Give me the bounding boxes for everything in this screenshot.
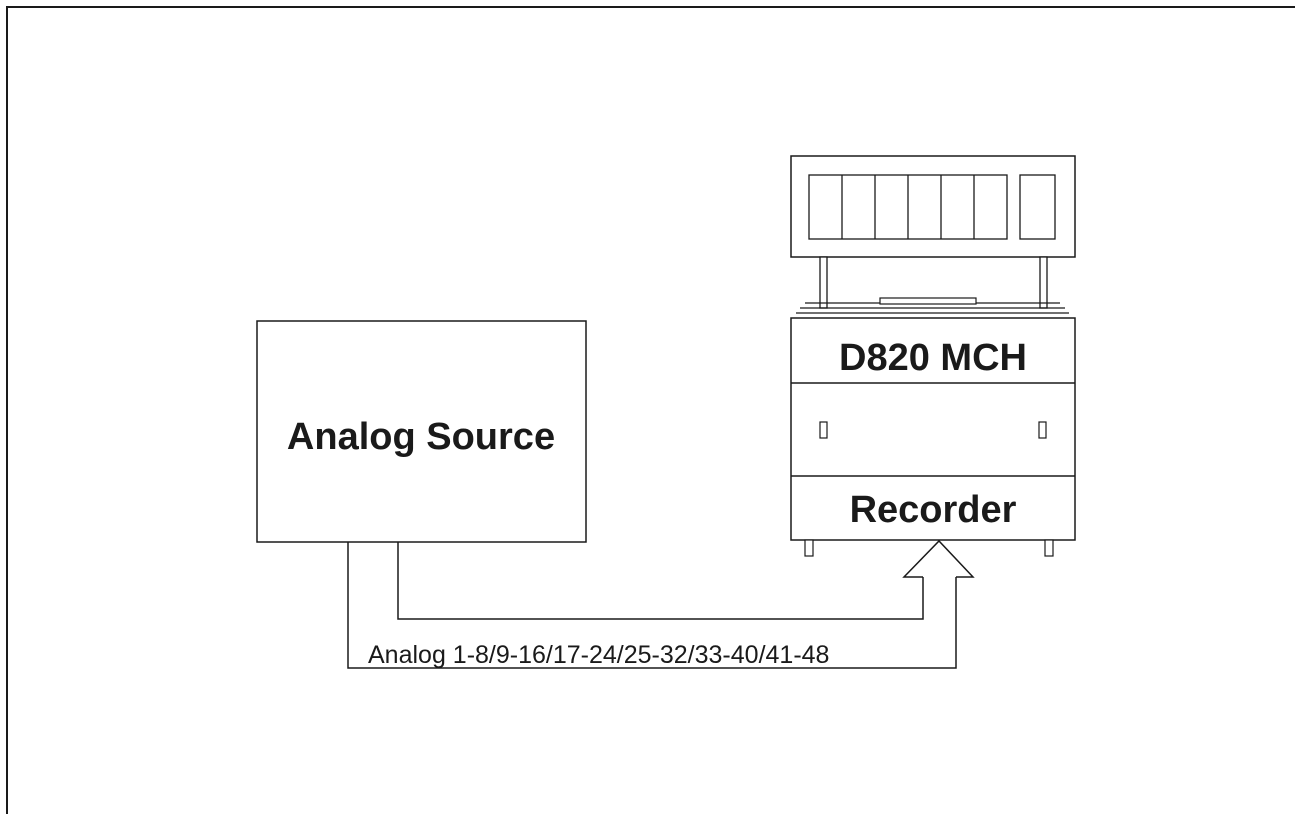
analog-source-label: Analog Source	[287, 416, 555, 458]
meter-extra	[1019, 174, 1056, 240]
support-post-right	[1039, 256, 1048, 309]
foot-left	[804, 539, 814, 557]
connection-label: Analog 1-8/9-16/17-24/25-32/33-40/41-48	[368, 641, 829, 669]
meter-bridge	[790, 155, 1076, 258]
analog-connection: Analog 1-8/9-16/17-24/25-32/33-40/41-48	[347, 539, 975, 669]
analog-source-outline	[256, 320, 587, 543]
recorder-body	[790, 317, 1076, 541]
connection-inner-line	[397, 542, 924, 620]
handle-right	[1038, 421, 1047, 439]
meter-panel	[808, 174, 1056, 240]
foot-right	[1044, 539, 1054, 557]
connection-arrowhead	[902, 539, 975, 578]
head-block	[879, 297, 977, 305]
recorder-device: D820 MCH Recorder	[790, 155, 1076, 557]
support-post-left	[819, 256, 828, 309]
recorder-role-label: Recorder	[850, 489, 1017, 531]
handle-left	[819, 421, 828, 439]
analog-source-box: Analog Source	[256, 320, 587, 543]
recorder-model-label: D820 MCH	[839, 337, 1027, 379]
diagram-frame	[6, 6, 1295, 814]
connection-outer-line	[347, 542, 957, 669]
tape-deck	[796, 297, 1069, 314]
